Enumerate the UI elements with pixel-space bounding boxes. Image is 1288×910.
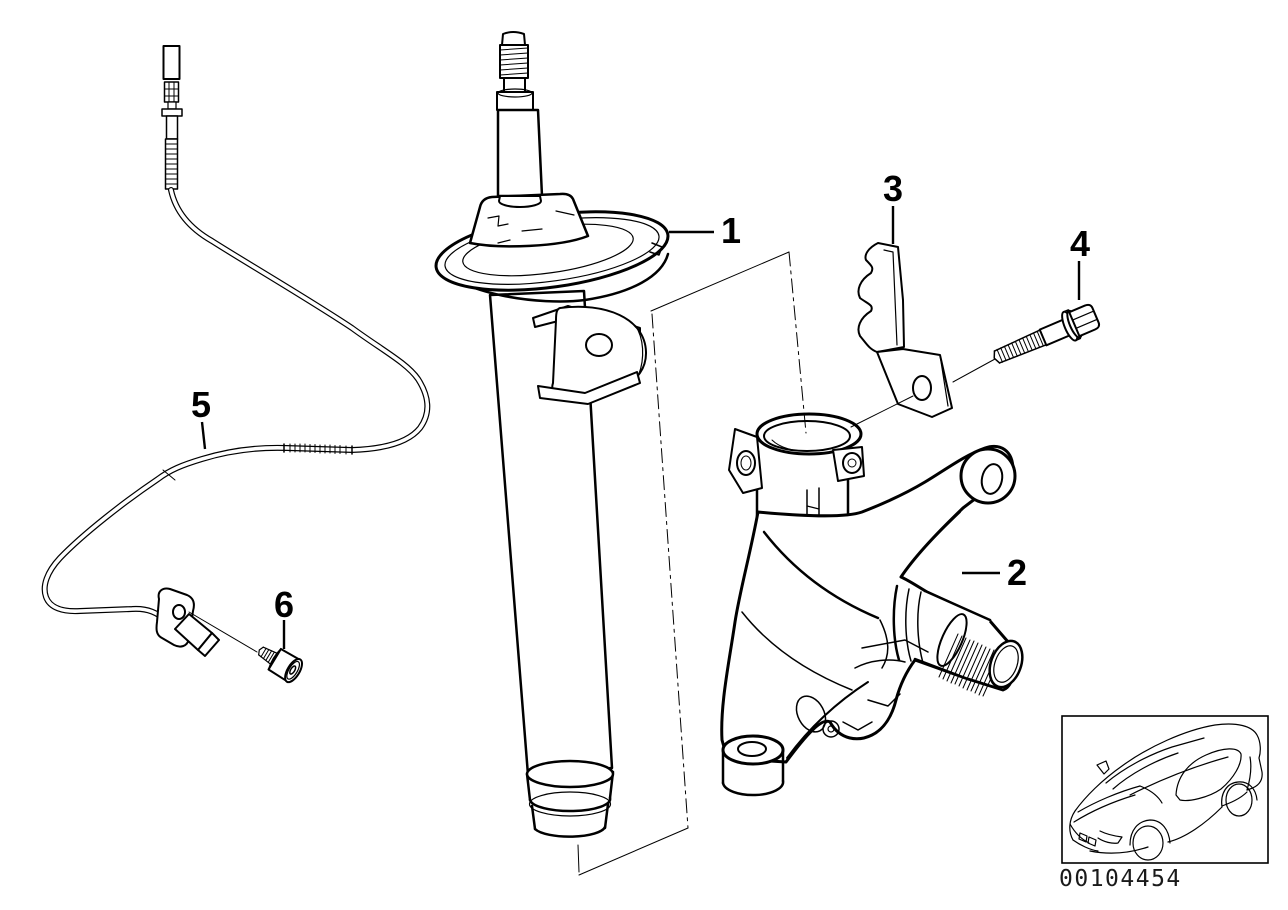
knuckle-part <box>720 412 1024 797</box>
hex-bolt-part <box>993 303 1101 364</box>
callout-4[interactable]: 4 <box>1069 223 1091 264</box>
callout-1[interactable]: 1 <box>720 210 742 251</box>
car-thumbnail <box>1061 715 1269 864</box>
callout-leaders <box>200 206 1081 649</box>
callout-5[interactable]: 5 <box>190 384 212 425</box>
strut-part <box>434 31 670 838</box>
cable-bracket-part <box>857 242 953 418</box>
abs-sensor-cable-part <box>41 45 431 657</box>
callout-5-leader <box>200 421 207 450</box>
callout-6[interactable]: 6 <box>273 584 295 625</box>
car-outline-icon <box>1069 723 1263 861</box>
construction-lines <box>188 251 996 876</box>
callout-2[interactable]: 2 <box>1006 552 1028 593</box>
callout-3[interactable]: 3 <box>882 168 904 209</box>
diagram-id-code: 00104454 <box>1059 866 1182 892</box>
socket-screw-part <box>258 646 304 684</box>
